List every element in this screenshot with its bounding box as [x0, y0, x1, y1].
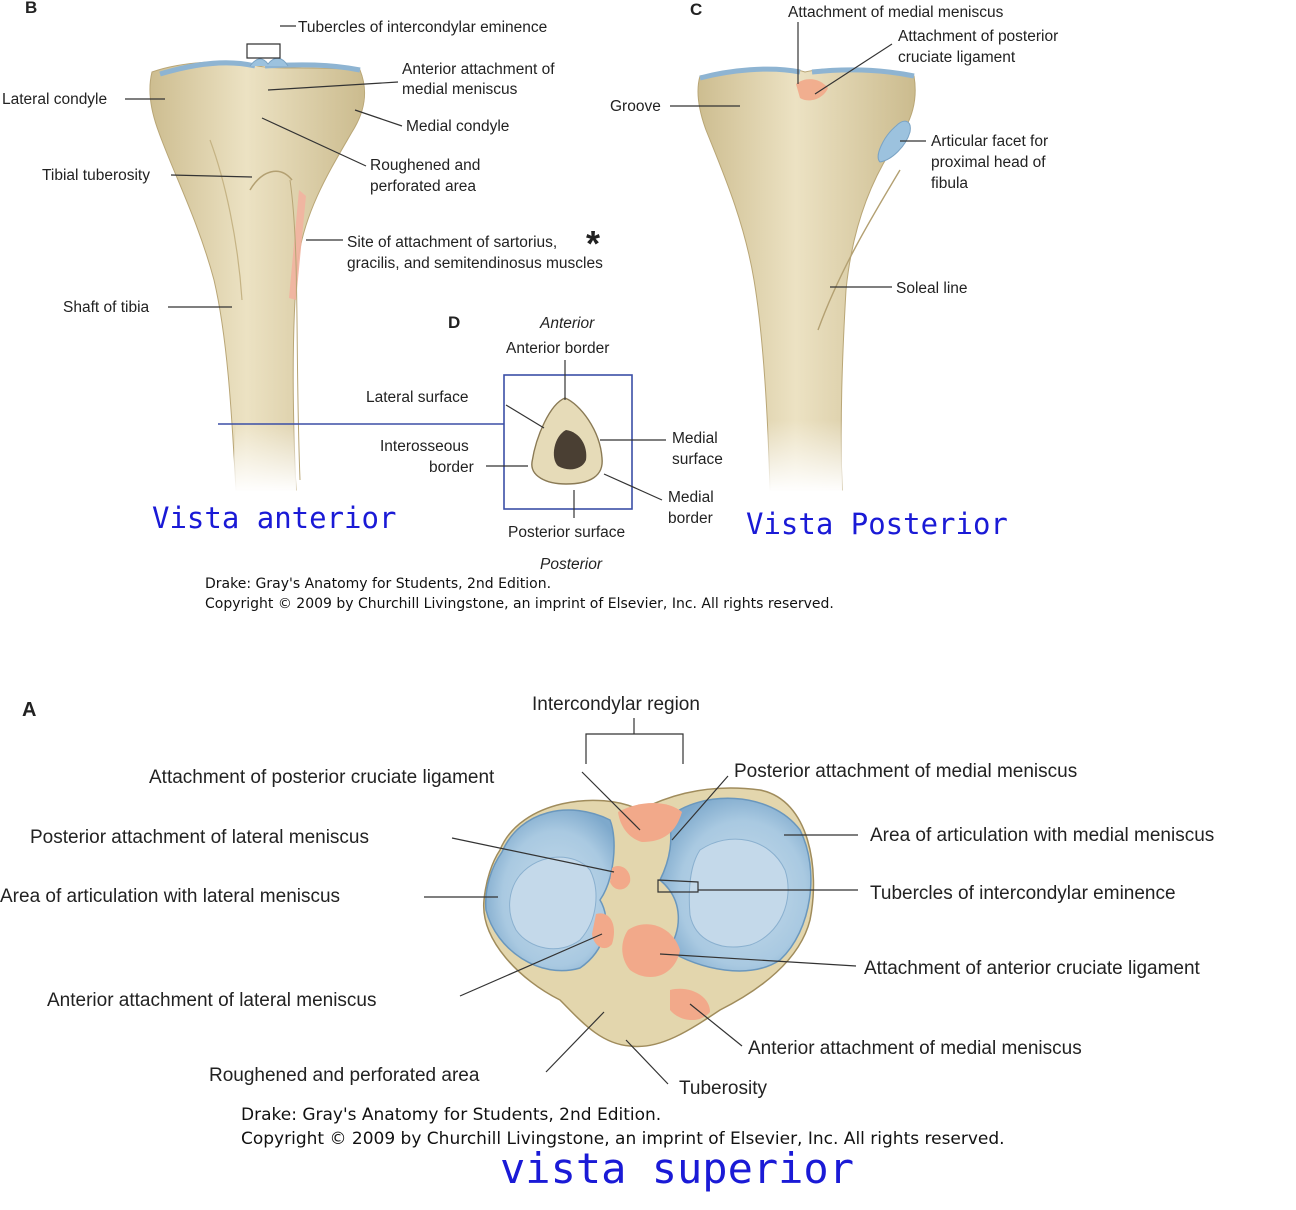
label-facet-3: fibula: [931, 175, 968, 192]
label-tubercles-a: Tubercles of intercondylar eminence: [870, 883, 1176, 904]
label-groove: Groove: [610, 98, 661, 115]
label-tuberosity: Tuberosity: [679, 1078, 767, 1099]
label-posterior-surface: Posterior surface: [508, 524, 625, 541]
label-area-med: Area of articulation with medial meniscu…: [870, 825, 1214, 846]
view-label-superior: vista superior: [500, 1144, 854, 1193]
label-facet-1: Articular facet for: [931, 133, 1048, 150]
tibial-plateau-illustration: [483, 787, 815, 1048]
label-sartorius-1: Site of attachment of sartorius,: [347, 234, 557, 251]
label-med-meniscus-c: Attachment of medial meniscus: [788, 4, 1004, 21]
label-shaft-of-tibia: Shaft of tibia: [63, 299, 150, 316]
label-sartorius-2: gracilis, and semitendinosus muscles: [347, 255, 603, 272]
panel-letter-a: A: [22, 699, 36, 721]
label-area-lat: Area of articulation with lateral menisc…: [0, 886, 340, 907]
credit-top-line1: Drake: Gray's Anatomy for Students, 2nd …: [205, 576, 551, 592]
label-acl: Attachment of anterior cruciate ligament: [864, 958, 1201, 979]
label-pcl-a: Attachment of posterior cruciate ligamen…: [149, 767, 495, 788]
panel-letter-d: D: [448, 313, 460, 332]
cross-section-frame: [503, 374, 633, 510]
label-tibial-tuberosity: Tibial tuberosity: [42, 167, 150, 184]
label-medial-border-2: border: [668, 510, 713, 527]
panel-letter-c: C: [690, 0, 702, 19]
view-label-anterior: Vista anterior: [152, 501, 396, 535]
label-roughened-b-2: perforated area: [370, 178, 476, 195]
label-medial-border-1: Medial: [668, 489, 714, 506]
credit-bottom-line1: Drake: Gray's Anatomy for Students, 2nd …: [241, 1105, 661, 1125]
label-ant-med-meniscus-b-2: medial meniscus: [402, 81, 518, 98]
asterisk-marker: *: [586, 223, 600, 264]
credit-bottom-line2: Copyright © 2009 by Churchill Livingston…: [241, 1129, 1005, 1149]
label-medial-surface-1: Medial: [672, 430, 718, 447]
figure-c-posterior-view: C Attachment of medial meniscus Attachme…: [610, 0, 1058, 541]
label-anterior-d: Anterior: [539, 315, 595, 332]
figure-d-cross-section: D Anterior Anterior border Lateral surfa…: [366, 313, 723, 573]
label-tubercles-b: Tubercles of intercondylar eminence: [298, 19, 547, 36]
label-posterior-d: Posterior: [540, 556, 603, 573]
medullary-cavity: [553, 430, 587, 470]
label-ant-lat-meniscus: Anterior attachment of lateral meniscus: [47, 990, 377, 1011]
panel-letter-b: B: [25, 0, 37, 17]
label-post-med-meniscus: Posterior attachment of medial meniscus: [734, 761, 1077, 782]
label-intercondylar-region: Intercondylar region: [532, 694, 700, 715]
label-medial-surface-2: surface: [672, 451, 723, 468]
credit-top-line2: Copyright © 2009 by Churchill Livingston…: [205, 596, 834, 612]
figure-b-anterior-view: B Tubercles of intercondylar eminence An…: [2, 0, 603, 535]
label-ant-med-meniscus-a: Anterior attachment of medial meniscus: [748, 1038, 1082, 1059]
figure-a-superior-view: A Intercondylar region Attachment of pos…: [0, 694, 1214, 1193]
label-medial-condyle: Medial condyle: [406, 118, 509, 135]
label-facet-2: proximal head of: [931, 154, 1046, 171]
label-soleal-line: Soleal line: [896, 280, 968, 297]
label-interosseous-2: border: [429, 459, 474, 476]
view-label-posterior: Vista Posterior: [746, 507, 1008, 541]
label-ant-med-meniscus-b-1: Anterior attachment of: [402, 61, 555, 78]
label-interosseous-1: Interosseous: [380, 438, 469, 455]
label-lateral-condyle: Lateral condyle: [2, 91, 107, 108]
label-lateral-surface: Lateral surface: [366, 389, 469, 406]
tibia-anterior-illustration: [149, 57, 366, 492]
label-pcl-c-1: Attachment of posterior: [898, 28, 1058, 45]
label-anterior-border: Anterior border: [506, 340, 609, 357]
label-pcl-c-2: cruciate ligament: [898, 49, 1016, 66]
label-roughened-a: Roughened and perforated area: [209, 1065, 480, 1086]
label-roughened-b-1: Roughened and: [370, 157, 480, 174]
label-post-lat-meniscus: Posterior attachment of lateral meniscus: [30, 827, 369, 848]
tibia-posterior-illustration: [697, 66, 916, 492]
